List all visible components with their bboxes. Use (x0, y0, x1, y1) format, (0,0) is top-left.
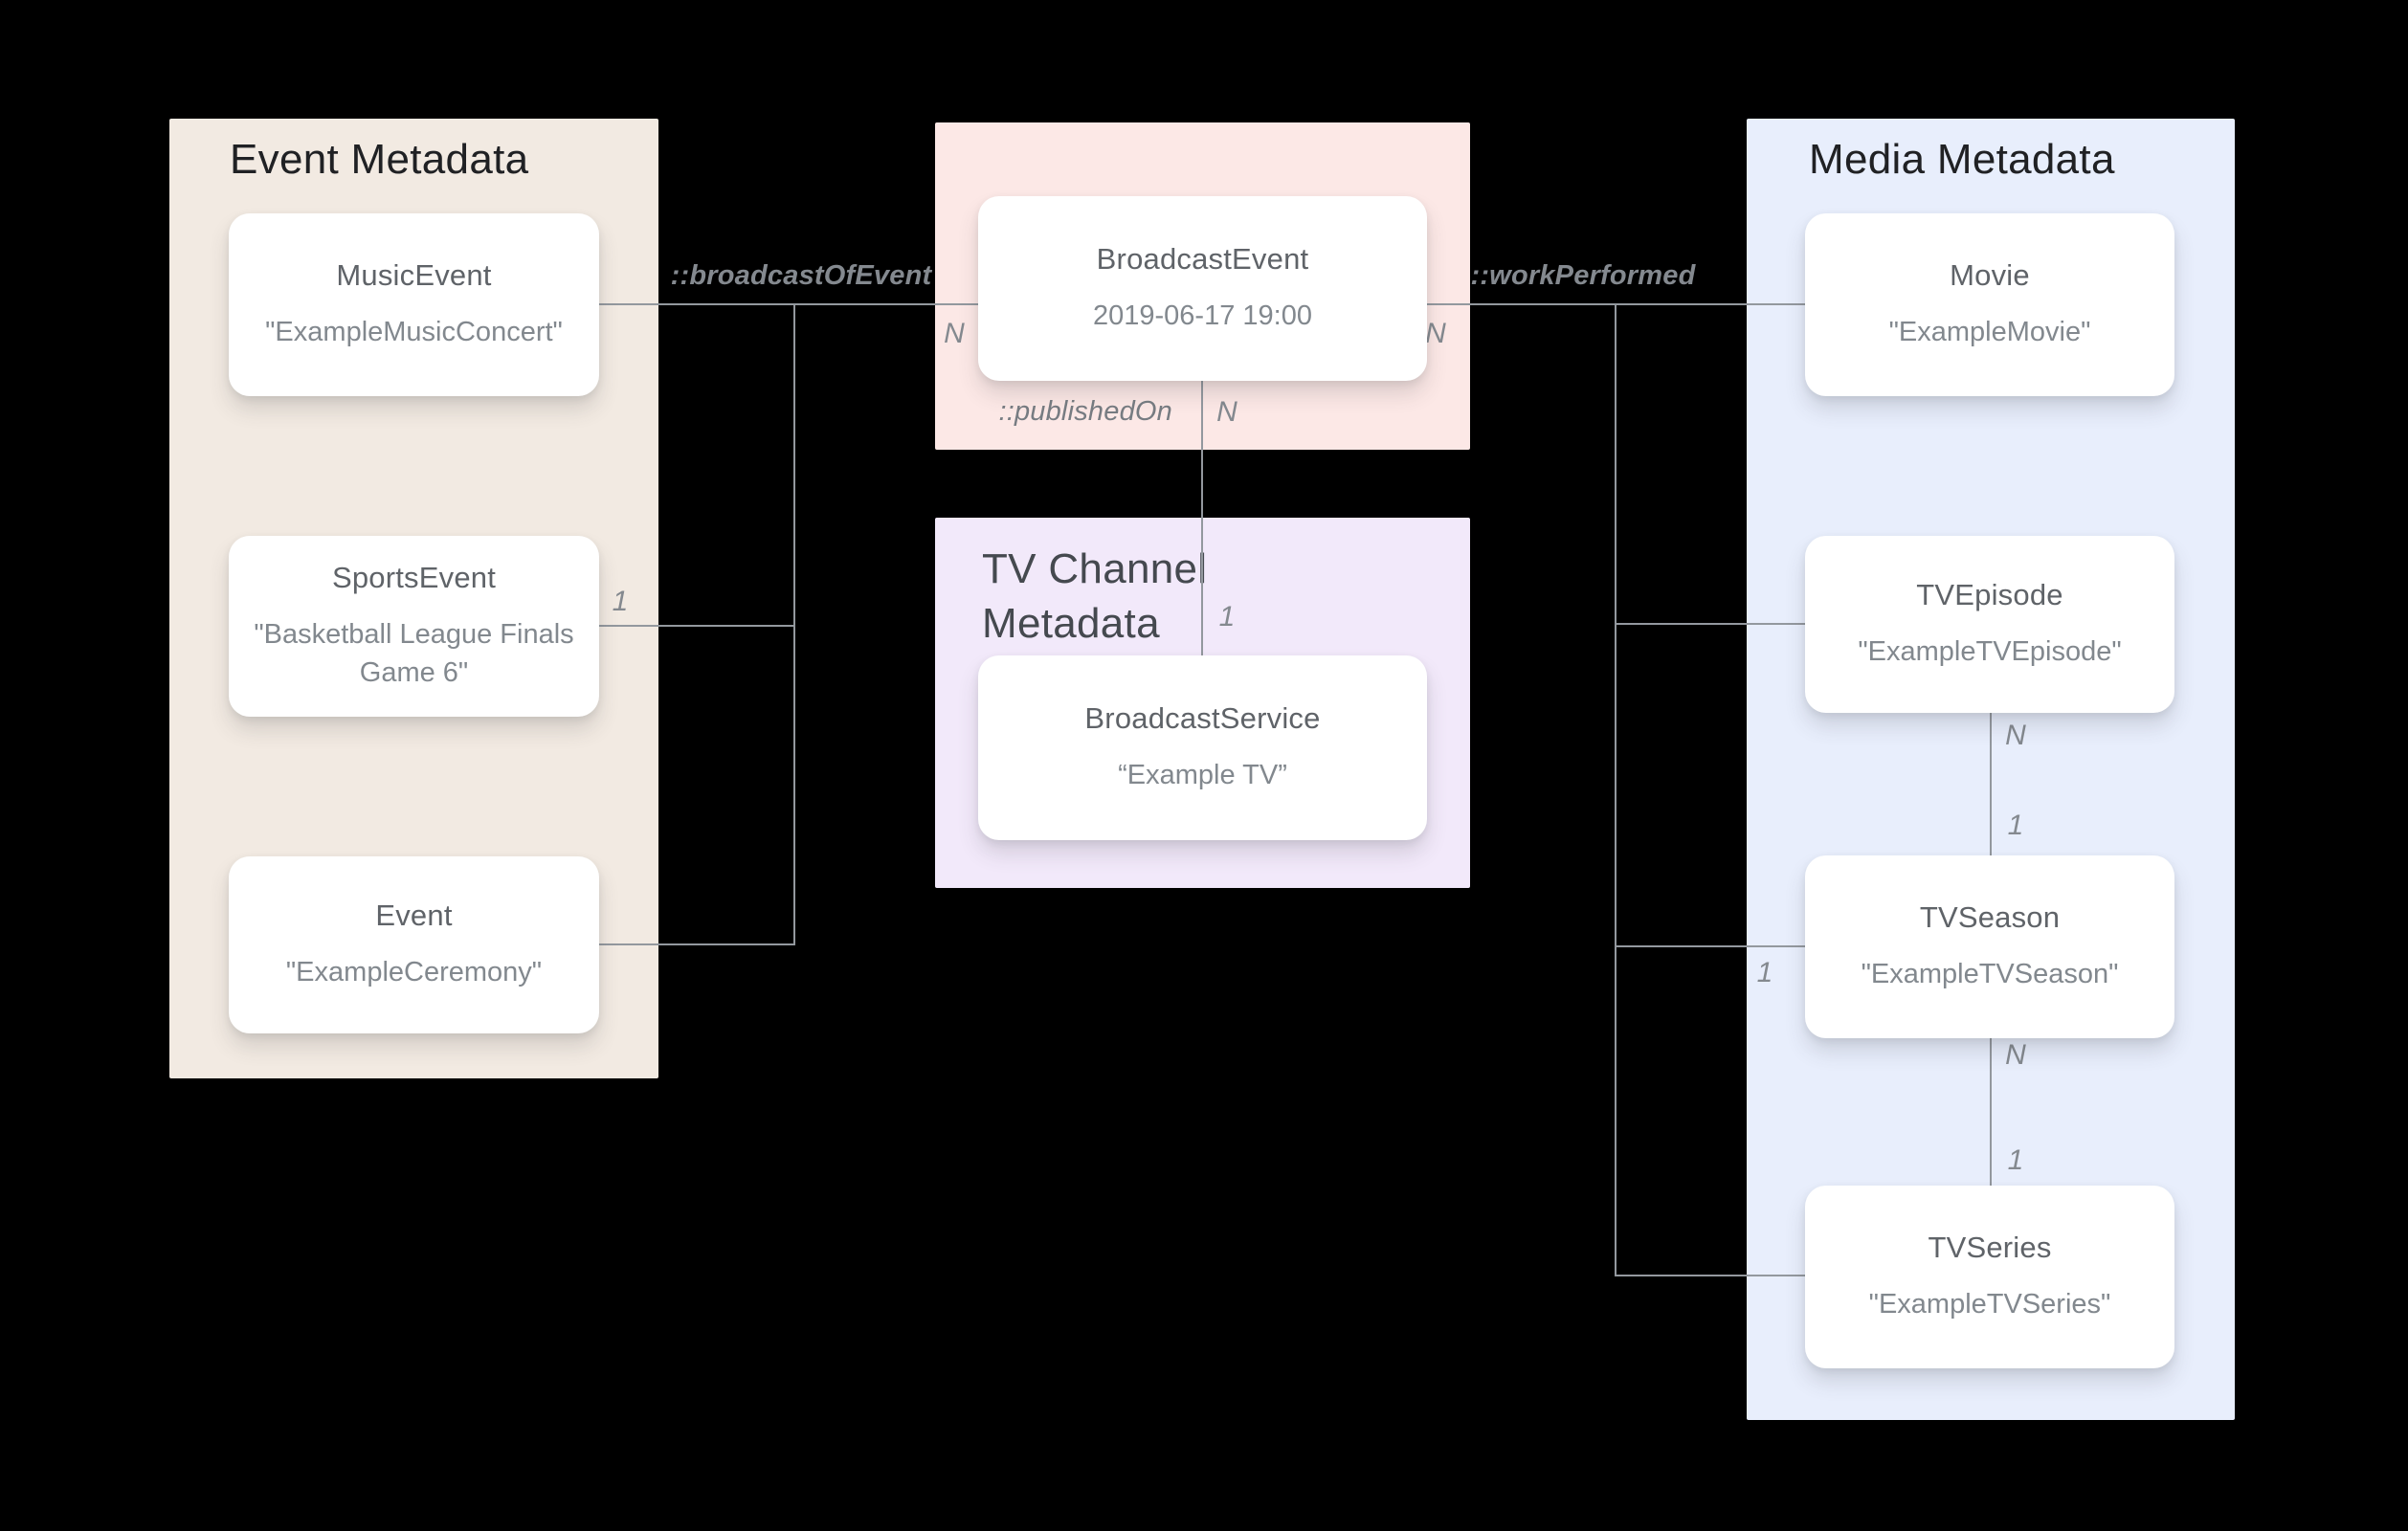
connector-event-stub (599, 943, 795, 945)
node-tvseries-value: "ExampleTVSeries" (1868, 1288, 2111, 1320)
relation-broadcastofevent-label: ::broadcastOfEvent (670, 260, 932, 291)
node-movie: Movie "ExampleMovie" (1805, 213, 2174, 396)
cardinality-sportsevent-1: 1 (612, 586, 629, 617)
node-tvepisode-title: TVEpisode (1916, 577, 2063, 611)
connector-sportsevent-stub (599, 625, 795, 627)
node-tvepisode-value: "ExampleTVEpisode" (1858, 635, 2122, 667)
node-movie-value: "ExampleMovie" (1888, 316, 2091, 347)
connector-tvepisode-tvseason (1990, 713, 1992, 855)
node-broadcastevent-title: BroadcastEvent (1096, 241, 1309, 276)
node-movie-title: Movie (1950, 257, 2030, 292)
node-tvseries: TVSeries "ExampleTVSeries" (1805, 1186, 2174, 1368)
node-tvseason-value: "ExampleTVSeason" (1861, 958, 2119, 989)
node-broadcastevent: BroadcastEvent 2019-06-17 19:00 (978, 196, 1427, 381)
relation-publishedon-label: ::publishedOn (998, 396, 1172, 427)
connector-tvseries-stub (1615, 1275, 1805, 1276)
cardinality-workperformed-n: N (1425, 318, 1446, 349)
event-metadata-title: Event Metadata (230, 136, 529, 183)
cardinality-season-series-n: N (2005, 1039, 2026, 1071)
node-sportsevent-value: "Basketball League Finals Game 6" (254, 619, 574, 688)
node-event-value: "ExampleCeremony" (285, 956, 543, 987)
connector-tvseason-stub (1615, 945, 1805, 947)
node-musicevent: MusicEvent "ExampleMusicConcert" (229, 213, 599, 396)
relation-workperformed-label: ::workPerformed (1470, 260, 1696, 291)
cardinality-publishedon-1: 1 (1218, 601, 1236, 632)
node-sportsevent: SportsEvent "Basketball League Finals Ga… (229, 536, 599, 717)
cardinality-broadcastofevent-n: N (944, 318, 965, 349)
connector-tvseason-tvseries (1990, 1038, 1992, 1186)
node-broadcastservice-title: BroadcastService (1084, 700, 1321, 735)
connector-event-branch (793, 303, 795, 945)
connector-media-branch (1615, 303, 1616, 1276)
node-tvepisode: TVEpisode "ExampleTVEpisode" (1805, 536, 2174, 713)
node-event-title: Event (375, 898, 453, 932)
media-metadata-title: Media Metadata (1809, 136, 2115, 183)
connector-musicevent-broadcastevent (599, 303, 978, 305)
node-tvseries-title: TVSeries (1928, 1230, 2052, 1264)
node-event: Event "ExampleCeremony" (229, 856, 599, 1033)
node-musicevent-value: "ExampleMusicConcert" (265, 316, 563, 347)
cardinality-publishedon-n: N (1216, 396, 1237, 428)
node-sportsevent-title: SportsEvent (331, 561, 497, 595)
cardinality-season-series-1: 1 (2007, 1144, 2024, 1176)
cardinality-workperformed-season-1: 1 (1756, 957, 1773, 988)
node-broadcastevent-value: 2019-06-17 19:00 (1093, 300, 1312, 331)
node-broadcastservice: BroadcastService “Example TV” (978, 655, 1427, 840)
connector-publishedon (1201, 381, 1203, 655)
tv-channel-metadata-title: TV Channel Metadata (982, 545, 1208, 648)
cardinality-episode-season-n: N (2005, 720, 2026, 751)
node-tvseason: TVSeason "ExampleTVSeason" (1805, 855, 2174, 1038)
connector-tvepisode-stub (1615, 623, 1805, 625)
cardinality-episode-season-1: 1 (2007, 810, 2024, 841)
node-tvseason-title: TVSeason (1919, 899, 2061, 934)
node-broadcastservice-value: “Example TV” (1118, 759, 1287, 790)
node-musicevent-title: MusicEvent (336, 257, 492, 292)
